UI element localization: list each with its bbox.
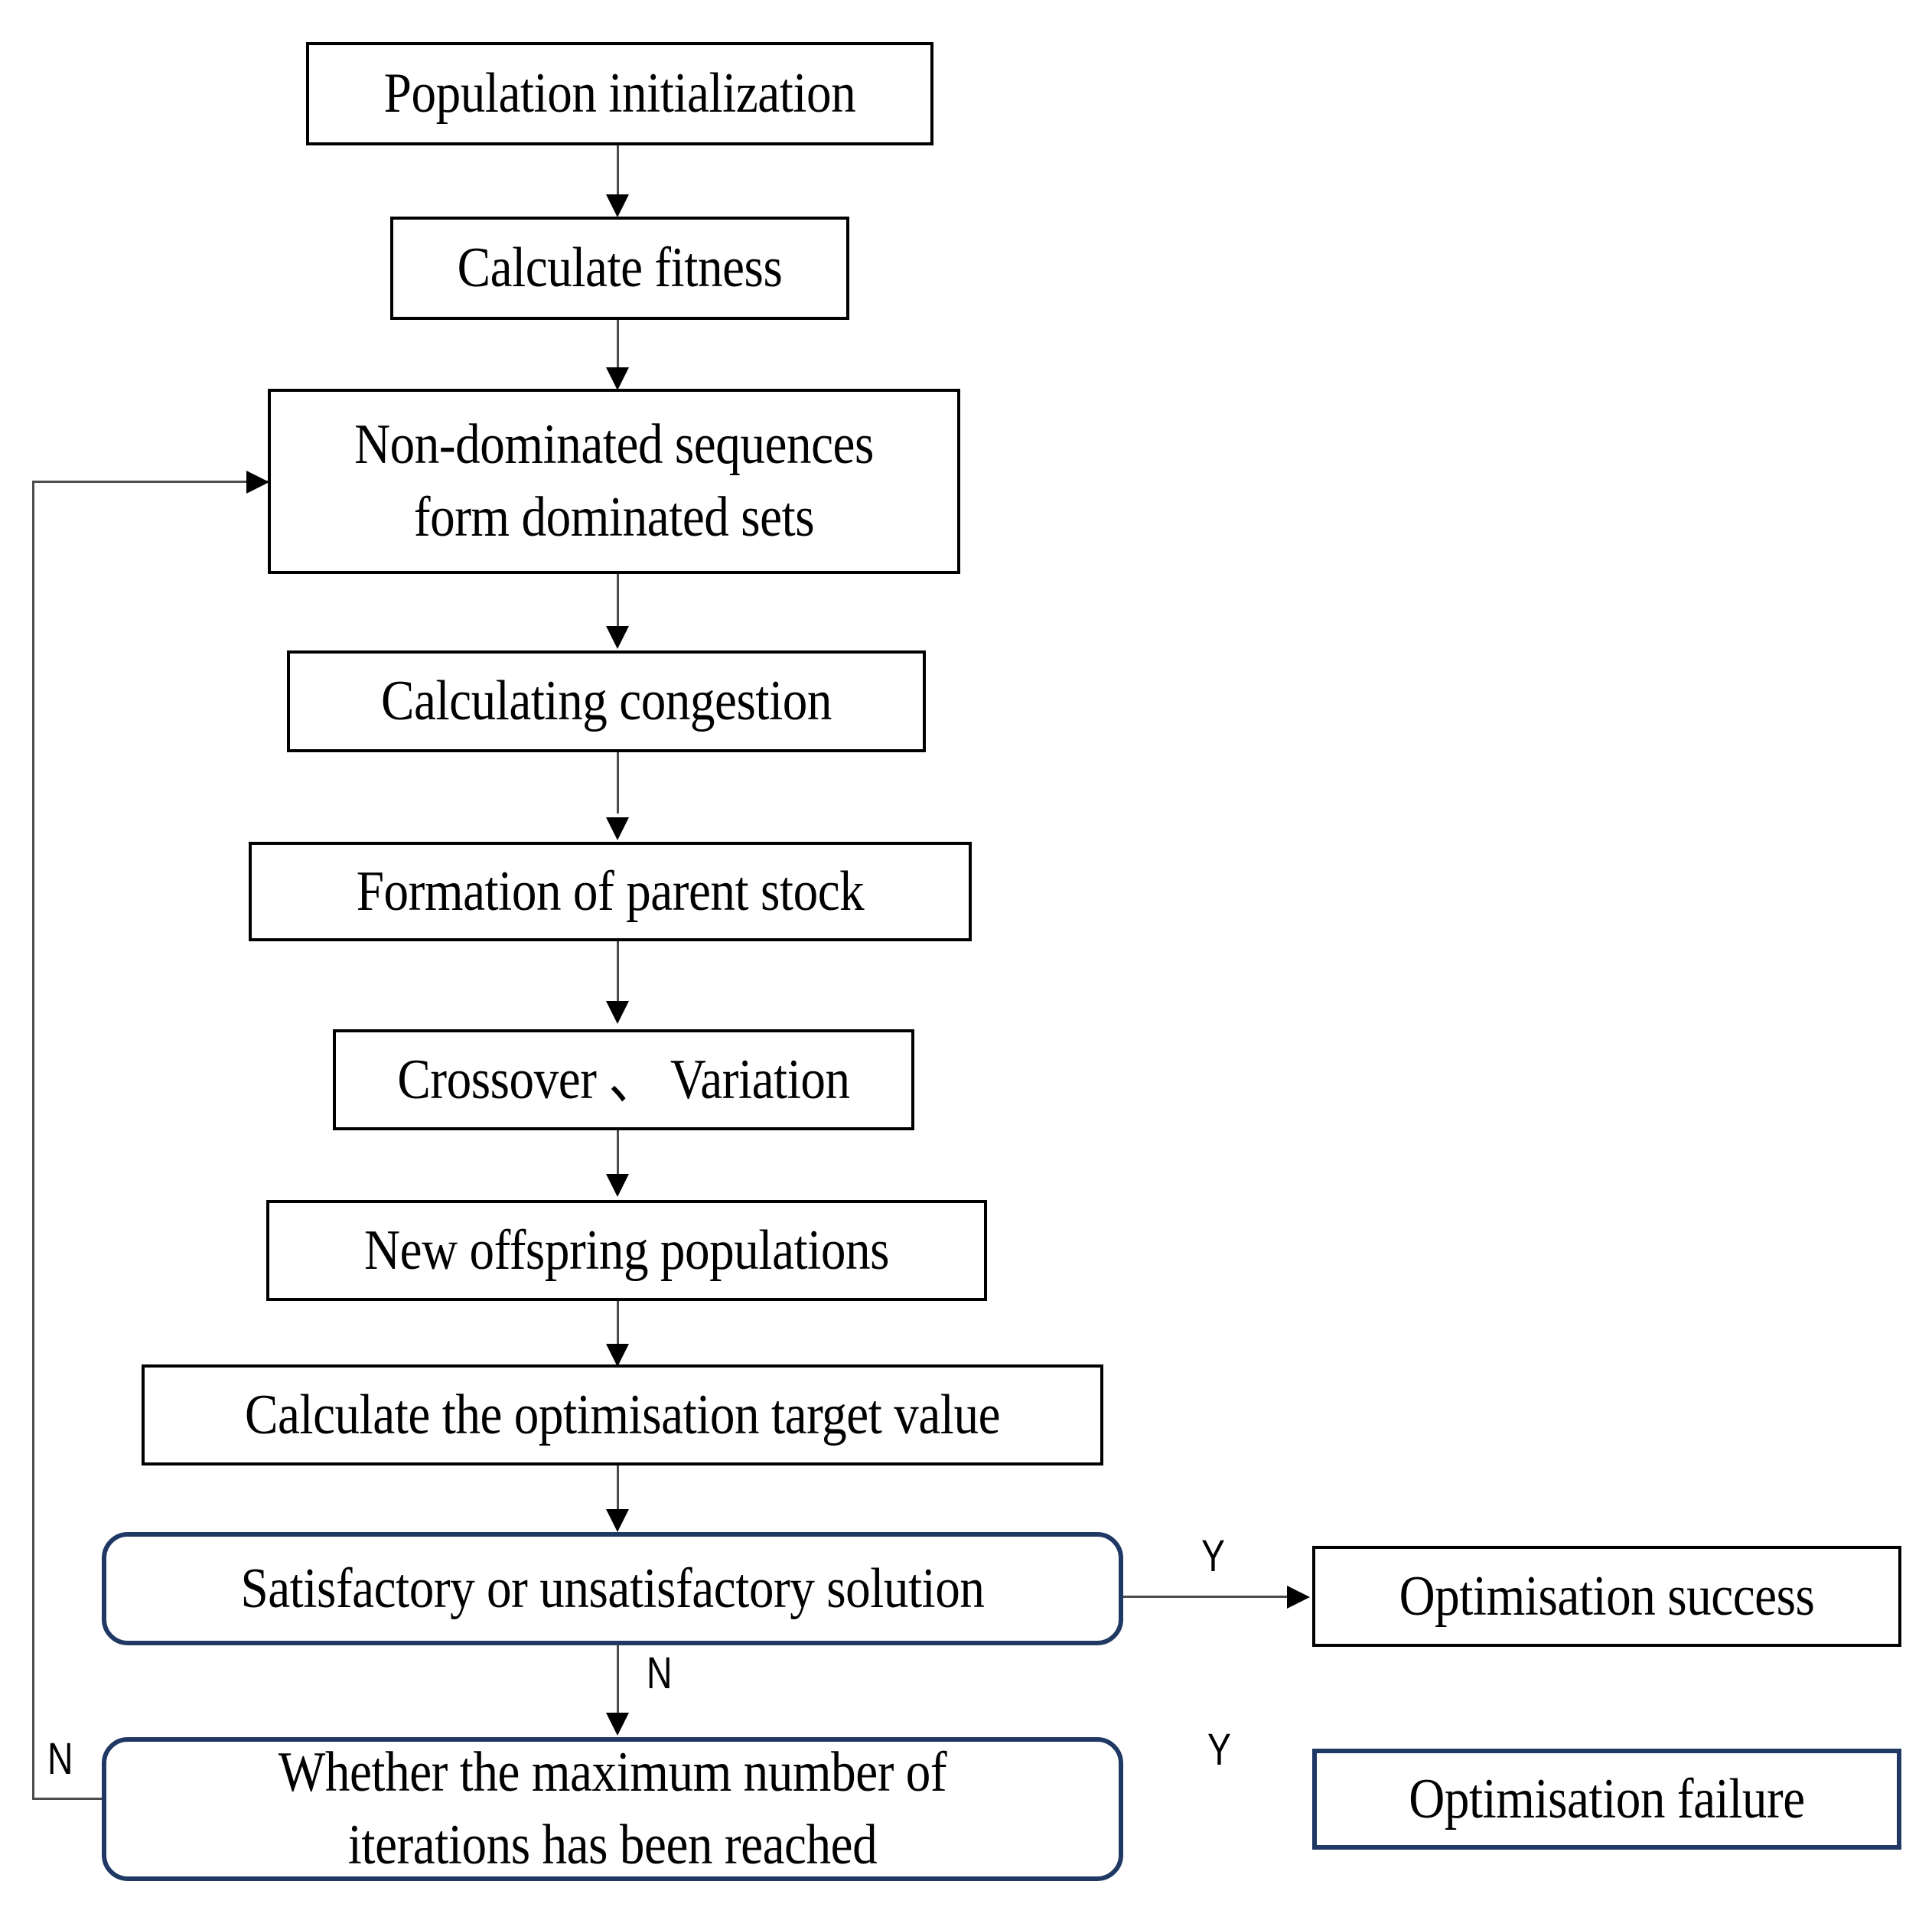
arrowhead-loop-to-nondominated bbox=[246, 471, 269, 494]
connector-offspring-to-target bbox=[617, 1301, 619, 1348]
node-calculate-fitness[interactable]: Calculate fitness bbox=[390, 217, 849, 320]
arrowhead-nondominated-to-congestion bbox=[606, 626, 629, 649]
connector-parentstock-to-crossover bbox=[617, 941, 619, 1004]
connector-fitness-to-nondominated bbox=[617, 320, 619, 375]
node-label: Calculating congestion bbox=[381, 670, 832, 733]
connector-iterations-loop-bottom bbox=[32, 1798, 105, 1800]
node-formation-of-parent-stock[interactable]: Formation of parent stock bbox=[249, 842, 972, 941]
node-label: New offspring populations bbox=[364, 1218, 889, 1282]
node-label: Population initialization bbox=[383, 62, 856, 126]
arrowhead-crossover-to-offspring bbox=[606, 1174, 629, 1197]
node-calculate-optimisation-target[interactable]: Calculate the optimisation target value bbox=[142, 1364, 1103, 1465]
node-population-initialization[interactable]: Population initialization bbox=[306, 42, 933, 145]
arrowhead-init-to-fitness bbox=[606, 194, 629, 217]
node-calculating-congestion[interactable]: Calculating congestion bbox=[287, 650, 926, 752]
node-maximum-iterations[interactable]: Whether the maximum number of iterations… bbox=[102, 1737, 1123, 1881]
node-label: Optimisation success bbox=[1399, 1564, 1815, 1628]
arrowhead-fitness-to-nondominated bbox=[606, 367, 629, 390]
node-label: Calculate the optimisation target value bbox=[244, 1383, 1001, 1446]
node-non-dominated-sequences[interactable]: Non-dominated sequences form dominated s… bbox=[268, 389, 960, 574]
edge-label-satisfactory-yes: Y bbox=[1201, 1531, 1225, 1581]
arrowhead-satisfactory-to-success bbox=[1287, 1586, 1310, 1609]
edge-label-satisfactory-no: N bbox=[647, 1648, 673, 1698]
node-label: Whether the maximum number of iterations… bbox=[278, 1741, 947, 1876]
node-optimisation-success[interactable]: Optimisation success bbox=[1312, 1546, 1901, 1647]
arrowhead-target-to-satisfactory bbox=[606, 1509, 629, 1532]
node-label: Crossover 、 Variation bbox=[397, 1048, 850, 1111]
node-new-offspring-populations[interactable]: New offspring populations bbox=[266, 1200, 987, 1301]
connector-iterations-loop-top bbox=[32, 481, 269, 483]
edge-label-iterations-no: N bbox=[47, 1734, 73, 1784]
connector-nondominated-to-congestion bbox=[617, 574, 619, 632]
edge-label-iterations-yes: Y bbox=[1207, 1725, 1231, 1775]
node-crossover-variation[interactable]: Crossover 、 Variation bbox=[333, 1029, 914, 1130]
arrowhead-offspring-to-target bbox=[606, 1344, 629, 1367]
node-label: Non-dominated sequences form dominated s… bbox=[354, 413, 874, 549]
connector-target-to-satisfactory bbox=[617, 1465, 619, 1513]
node-label: Optimisation failure bbox=[1409, 1767, 1805, 1831]
node-label: Satisfactory or unsatisfactory solution bbox=[240, 1557, 985, 1620]
connector-init-to-fitness bbox=[617, 145, 619, 201]
node-label: Calculate fitness bbox=[457, 236, 783, 300]
connector-iterations-loop-vertical bbox=[32, 481, 34, 1800]
node-satisfactory-solution[interactable]: Satisfactory or unsatisfactory solution bbox=[102, 1532, 1123, 1645]
connector-satisfactory-to-iterations bbox=[617, 1645, 619, 1716]
connector-satisfactory-to-success bbox=[1123, 1596, 1292, 1598]
arrowhead-satisfactory-to-iterations bbox=[606, 1713, 629, 1736]
connector-congestion-to-parentstock bbox=[617, 752, 619, 813]
node-label: Formation of parent stock bbox=[356, 859, 865, 923]
arrowhead-parentstock-to-crossover bbox=[606, 1001, 629, 1024]
connector-crossover-to-offspring bbox=[617, 1130, 619, 1178]
node-optimisation-failure[interactable]: Optimisation failure bbox=[1312, 1749, 1901, 1850]
arrowhead-congestion-to-parentstock bbox=[606, 817, 629, 840]
